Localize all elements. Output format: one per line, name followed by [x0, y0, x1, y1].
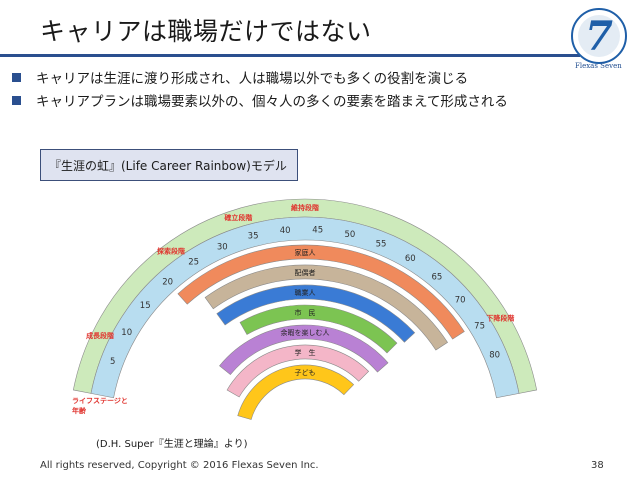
- bullet-square-icon: [12, 72, 21, 82]
- age-tick-label: 35: [248, 232, 259, 242]
- bullet-text: キャリアは生涯に渡り形成され、人は職場以外でも多くの役割を演じる: [36, 71, 469, 87]
- age-tick-label: 75: [474, 322, 485, 332]
- age-tick-label: 70: [455, 295, 466, 305]
- age-tick-label: 60: [405, 254, 416, 264]
- role-band: [237, 364, 355, 420]
- age-tick-label: 10: [121, 328, 132, 338]
- flexas-seven-logo-icon: 7: [571, 8, 627, 64]
- role-band: [177, 244, 465, 340]
- role-label: 市 民: [295, 308, 316, 317]
- life-stage-caption: ライフステージと: [72, 397, 128, 405]
- bullet-item: キャリアプランは職場要素以外の、個々人の多くの要素を踏まえて形成される: [12, 90, 508, 110]
- role-label: 子ども: [295, 369, 316, 377]
- model-name-label: 『生涯の虹』(Life Career Rainbow)モデル: [49, 158, 287, 173]
- role-band: [239, 304, 398, 354]
- age-tick-label: 40: [280, 226, 291, 236]
- logo-glyph: 7: [585, 13, 613, 60]
- age-tick-label: 30: [217, 242, 228, 252]
- stage-label: 下降段階: [486, 314, 514, 323]
- copyright-footer: All rights reserved, Copyright © 2016 Fl…: [40, 460, 319, 471]
- age-tick-label: 45: [312, 225, 323, 235]
- age-tick-label: 55: [376, 240, 387, 250]
- role-band: [204, 264, 448, 351]
- age-tick-label: 5: [110, 357, 115, 367]
- bullet-text: キャリアプランは職場要素以外の、個々人の多くの要素を踏まえて形成される: [36, 94, 508, 110]
- citation: (D.H. Super『生涯と理論』より): [96, 439, 248, 450]
- age-tick-label: 20: [162, 277, 173, 287]
- role-band: [219, 324, 389, 376]
- age-band: [90, 216, 520, 399]
- life-career-rainbow-diagram: 5 10 15 20 25 30 35 40 45 50 55 60 65 70 75 80 成長段階 探索段階 確…: [72, 198, 538, 420]
- slide-title: キャリアは職場だけではない: [40, 17, 372, 46]
- stage-label: 探索段階: [157, 247, 185, 256]
- role-label: 学 生: [295, 348, 316, 357]
- role-label: 職業人: [295, 288, 316, 297]
- age-tick-label: 50: [345, 230, 356, 240]
- page-number: 38: [591, 460, 604, 471]
- role-label: 余暇を楽しむ人: [281, 328, 330, 337]
- age-tick-label: 15: [140, 301, 151, 311]
- role-band: [216, 284, 416, 343]
- stage-label: 維持段階: [291, 203, 319, 212]
- age-tick-label: 65: [431, 273, 442, 283]
- role-band: [226, 344, 370, 398]
- model-name-box: 『生涯の虹』(Life Career Rainbow)モデル: [40, 149, 298, 181]
- bullet-item: キャリアは生涯に渡り形成され、人は職場以外でも多くの役割を演じる: [12, 67, 468, 87]
- stage-label: 成長段階: [86, 331, 114, 340]
- logo-name: Flexas Seven: [575, 62, 622, 70]
- title-underline: [0, 54, 580, 57]
- age-tick-label: 25: [188, 258, 199, 268]
- role-label: 配偶者: [295, 268, 316, 277]
- role-label: 家庭人: [295, 248, 316, 257]
- age-tick-label: 80: [489, 351, 500, 361]
- life-stage-caption: 年齢: [72, 406, 87, 415]
- stage-label: 確立段階: [224, 213, 252, 222]
- bullet-square-icon: [12, 95, 21, 105]
